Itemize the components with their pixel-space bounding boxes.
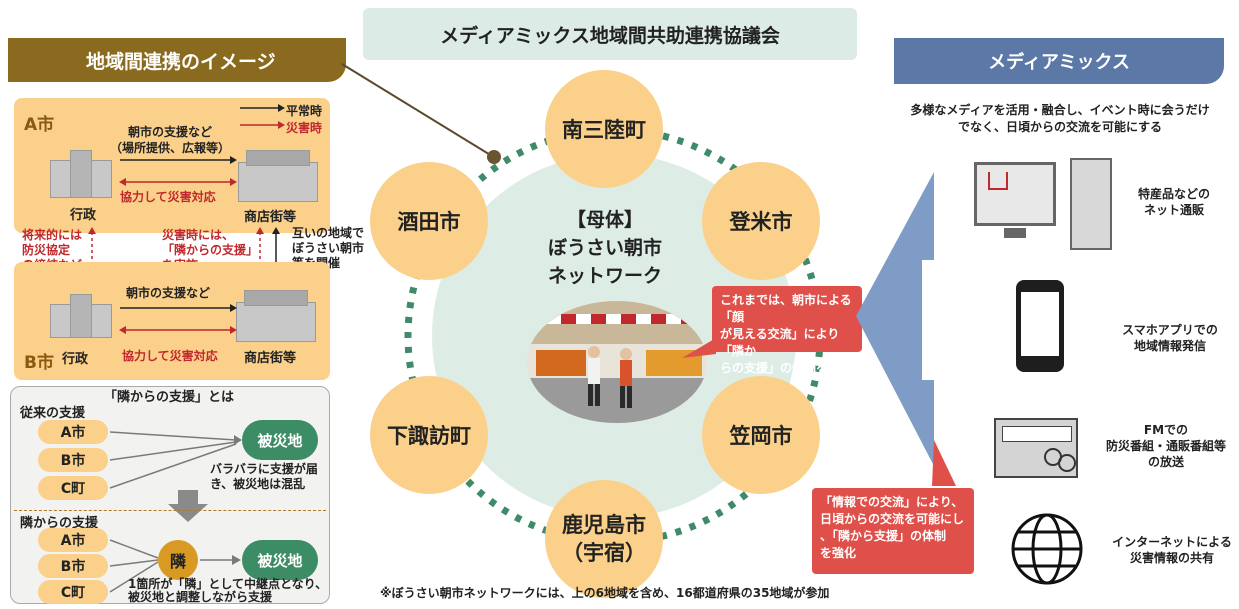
new-support-arrows bbox=[109, 539, 241, 593]
neighbor-support-title: 「隣からの支援」とは bbox=[104, 390, 235, 405]
legend-normal: 平常時 bbox=[286, 104, 323, 118]
divider bbox=[14, 510, 326, 511]
old-support-label: 従来の支援 bbox=[20, 406, 86, 421]
callout-info-exchange: 「情報での交流」により、日頃からの交流を可能にし 、「隣から支援」の体制を強化 bbox=[812, 488, 974, 574]
right-header: メディアミックス bbox=[894, 38, 1224, 84]
old-city-a: A市 bbox=[38, 420, 108, 444]
callout-past: これまでは、朝市による「顔が見える交流」により「隣からの支援」の体制を構築 bbox=[712, 286, 862, 375]
new-desc: 1箇所が「隣」として中継点となり、被災地と調整しながら支援 bbox=[128, 577, 328, 604]
city-a-cooperate: 協力して災害対応 bbox=[120, 190, 216, 204]
diagram-title: メディアミックス地域間共助連携協議会 bbox=[363, 8, 857, 60]
new-city-b: B市 bbox=[38, 554, 108, 578]
big-left-arrow-icon bbox=[856, 172, 934, 466]
radio-icon bbox=[994, 418, 1078, 478]
old-city-b: B市 bbox=[38, 448, 108, 472]
media-label-ecommerce: 特産品などのネット通販 bbox=[1137, 187, 1210, 217]
computer-icon bbox=[974, 158, 1114, 254]
town-sakata: 酒田市 bbox=[370, 162, 488, 280]
market-illustration bbox=[527, 301, 707, 423]
government-building-icon bbox=[50, 294, 112, 338]
media-desc: 多様なメディアを活用・融合し、イベント時に会うだけでなく、日頃からの交流を可能に… bbox=[910, 103, 1210, 134]
city-a-label: A市 bbox=[24, 115, 55, 135]
city-b-label: B市 bbox=[24, 353, 54, 373]
shopping-street-icon bbox=[238, 150, 318, 202]
town-shimosuwa: 下諏訪町 bbox=[370, 376, 488, 494]
government-building-icon bbox=[50, 150, 112, 198]
new-support-label: 隣からの支援 bbox=[20, 516, 99, 531]
left-header: 地域間連携のイメージ bbox=[8, 38, 346, 82]
connector-line bbox=[341, 63, 501, 164]
network-core: 【母体】ぼうさい朝市ネットワーク bbox=[547, 209, 662, 287]
old-disaster-area: 被災地 bbox=[242, 420, 318, 460]
media-label-internet: インターネットによる災害情報の共有 bbox=[1112, 535, 1232, 565]
old-support-arrows bbox=[109, 431, 242, 489]
town-minamisanriku: 南三陸町 bbox=[545, 70, 663, 188]
town-tome: 登米市 bbox=[702, 162, 820, 280]
smartphone-icon bbox=[1016, 280, 1064, 372]
footnote: ※ぼうさい朝市ネットワークには、上の6地域を含め、16都道府県の35地域が参加 bbox=[380, 586, 830, 600]
city-b-support: 朝市の支援など bbox=[126, 286, 211, 300]
new-disaster-area: 被災地 bbox=[242, 540, 318, 580]
media-label-app: スマホアプリでの地域情報発信 bbox=[1122, 323, 1218, 353]
new-city-c: C町 bbox=[38, 580, 108, 604]
media-label-fm: FMでの防災番組・通販番組等の放送 bbox=[1105, 423, 1226, 469]
city-a-support-2: （場所提供、広報等） bbox=[110, 141, 231, 155]
city-a-gov: 行政 bbox=[70, 208, 97, 223]
city-b-cooperate: 協力して災害対応 bbox=[122, 349, 218, 363]
callout-pointer-bottom bbox=[932, 440, 956, 486]
old-city-c: C町 bbox=[38, 476, 108, 500]
city-b-shops: 商店街等 bbox=[244, 351, 297, 366]
city-a-arrows bbox=[119, 156, 237, 186]
legend-disaster: 災害時 bbox=[286, 121, 323, 135]
city-b-arrows bbox=[119, 304, 237, 334]
city-a-shops: 商店街等 bbox=[244, 210, 297, 225]
old-desc: バラバラに支援が届き、被災地は混乱 bbox=[210, 462, 318, 491]
city-b-gov: 行政 bbox=[62, 352, 89, 367]
disaster-note: 災害時には、「隣からの支援」を実施 bbox=[162, 228, 259, 272]
town-kasaoka: 笠岡市 bbox=[702, 376, 820, 494]
shopping-street-icon bbox=[236, 290, 316, 342]
down-arrow-icon bbox=[168, 490, 208, 522]
callout-pointer bbox=[682, 338, 716, 358]
new-city-a: A市 bbox=[38, 528, 108, 552]
neighbor-node: 隣 bbox=[158, 540, 198, 580]
town-kagoshima: 鹿児島市（宇宿） bbox=[545, 480, 663, 598]
globe-icon bbox=[1011, 513, 1083, 585]
legend-arrows bbox=[240, 104, 285, 129]
city-a-support-1: 朝市の支援など bbox=[128, 125, 213, 139]
